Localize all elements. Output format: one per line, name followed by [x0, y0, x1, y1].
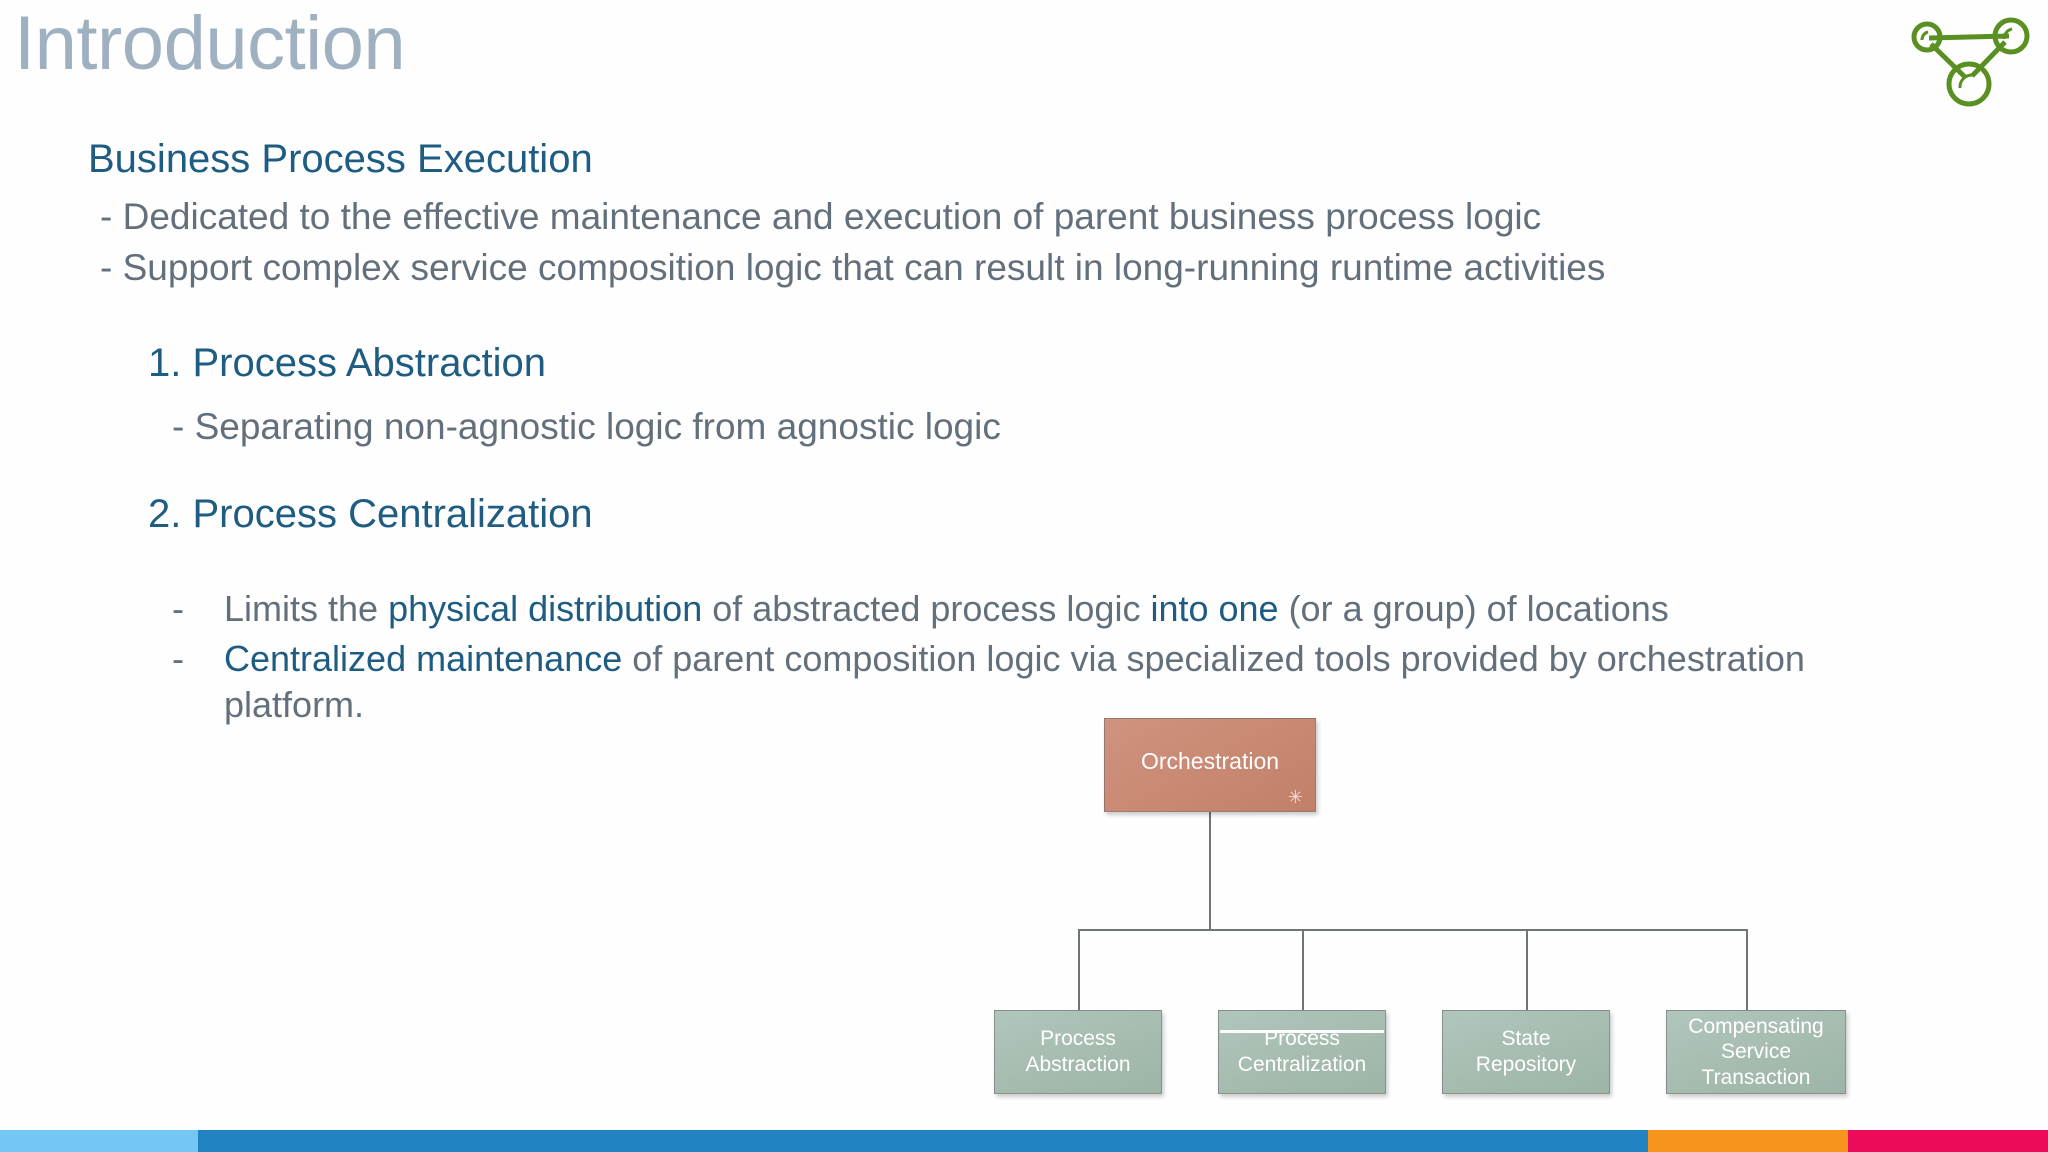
connector-bus	[1078, 929, 1748, 931]
node-label: State Repository	[1475, 1027, 1577, 1076]
bullet-centralized-maintenance: - Centralized maintenance of parent comp…	[172, 636, 1924, 728]
bullet-dedicated: - Dedicated to the effective maintenance…	[100, 196, 1542, 237]
connector-drop-1	[1078, 929, 1080, 1011]
node-label: Process Abstraction	[1025, 1027, 1131, 1076]
bullet-support: - Support complex service composition lo…	[100, 247, 1606, 288]
node-label: Process Centralization	[1237, 1027, 1367, 1076]
accent-segment-light-blue	[0, 1130, 198, 1152]
plain-phrase: of abstracted process logic	[702, 588, 1151, 629]
page-title: Introduction	[14, 1, 406, 86]
heading-process-centralization: 2. Process Centralization	[148, 492, 593, 536]
plain-phrase: (or a group) of locations	[1278, 588, 1669, 629]
diagram-node-orchestration[interactable]: Orchestration ✳	[1104, 718, 1316, 812]
node-label: Orchestration	[1140, 747, 1280, 774]
bullet-limits-distribution: - Limits the physical distribution of ab…	[172, 586, 1669, 632]
diagram-node-process-abstraction[interactable]: Process Abstraction	[994, 1010, 1162, 1094]
bullet-separating-logic: - Separating non-agnostic logic from agn…	[172, 406, 1001, 447]
accent-segment-blue	[198, 1130, 1648, 1152]
network-triangle-logo-icon	[1904, 16, 2034, 116]
diagram-node-state-repository[interactable]: State Repository	[1442, 1010, 1610, 1094]
dash-marker: -	[172, 588, 184, 629]
highlighted-phrase: physical distribution	[388, 588, 703, 629]
highlighted-phrase: into one	[1150, 588, 1279, 629]
plain-phrase: Limits the	[224, 588, 389, 629]
connector-trunk	[1209, 812, 1211, 930]
heading-process-abstraction: 1. Process Abstraction	[148, 341, 546, 385]
selection-accent-line	[1220, 1030, 1384, 1033]
accent-bar	[0, 1130, 2048, 1152]
asterisk-icon: ✳	[1287, 787, 1303, 807]
plain-phrase: of parent composition logic via speciali…	[224, 638, 1805, 726]
bullet-text: Centralized maintenance of parent compos…	[224, 636, 1924, 728]
highlighted-phrase: Centralized maintenance	[224, 638, 623, 679]
diagram-node-process-centralization[interactable]: Process Centralization	[1218, 1010, 1386, 1094]
bullet-text: Limits the physical distribution of abst…	[224, 586, 1669, 632]
node-label: Compensating Service Transaction	[1688, 1014, 1824, 1089]
connector-drop-2	[1302, 929, 1304, 1011]
connector-drop-3	[1526, 929, 1528, 1011]
accent-segment-pink	[1848, 1130, 2048, 1152]
diagram-node-compensating-service-transaction[interactable]: Compensating Service Transaction	[1666, 1010, 1846, 1094]
accent-segment-orange	[1648, 1130, 1848, 1152]
orchestration-diagram: Orchestration ✳ Process Abstraction Proc…	[980, 718, 2040, 1118]
dash-marker: -	[172, 638, 184, 679]
connector-drop-4	[1746, 929, 1748, 1011]
section-heading: Business Process Execution	[88, 137, 593, 181]
